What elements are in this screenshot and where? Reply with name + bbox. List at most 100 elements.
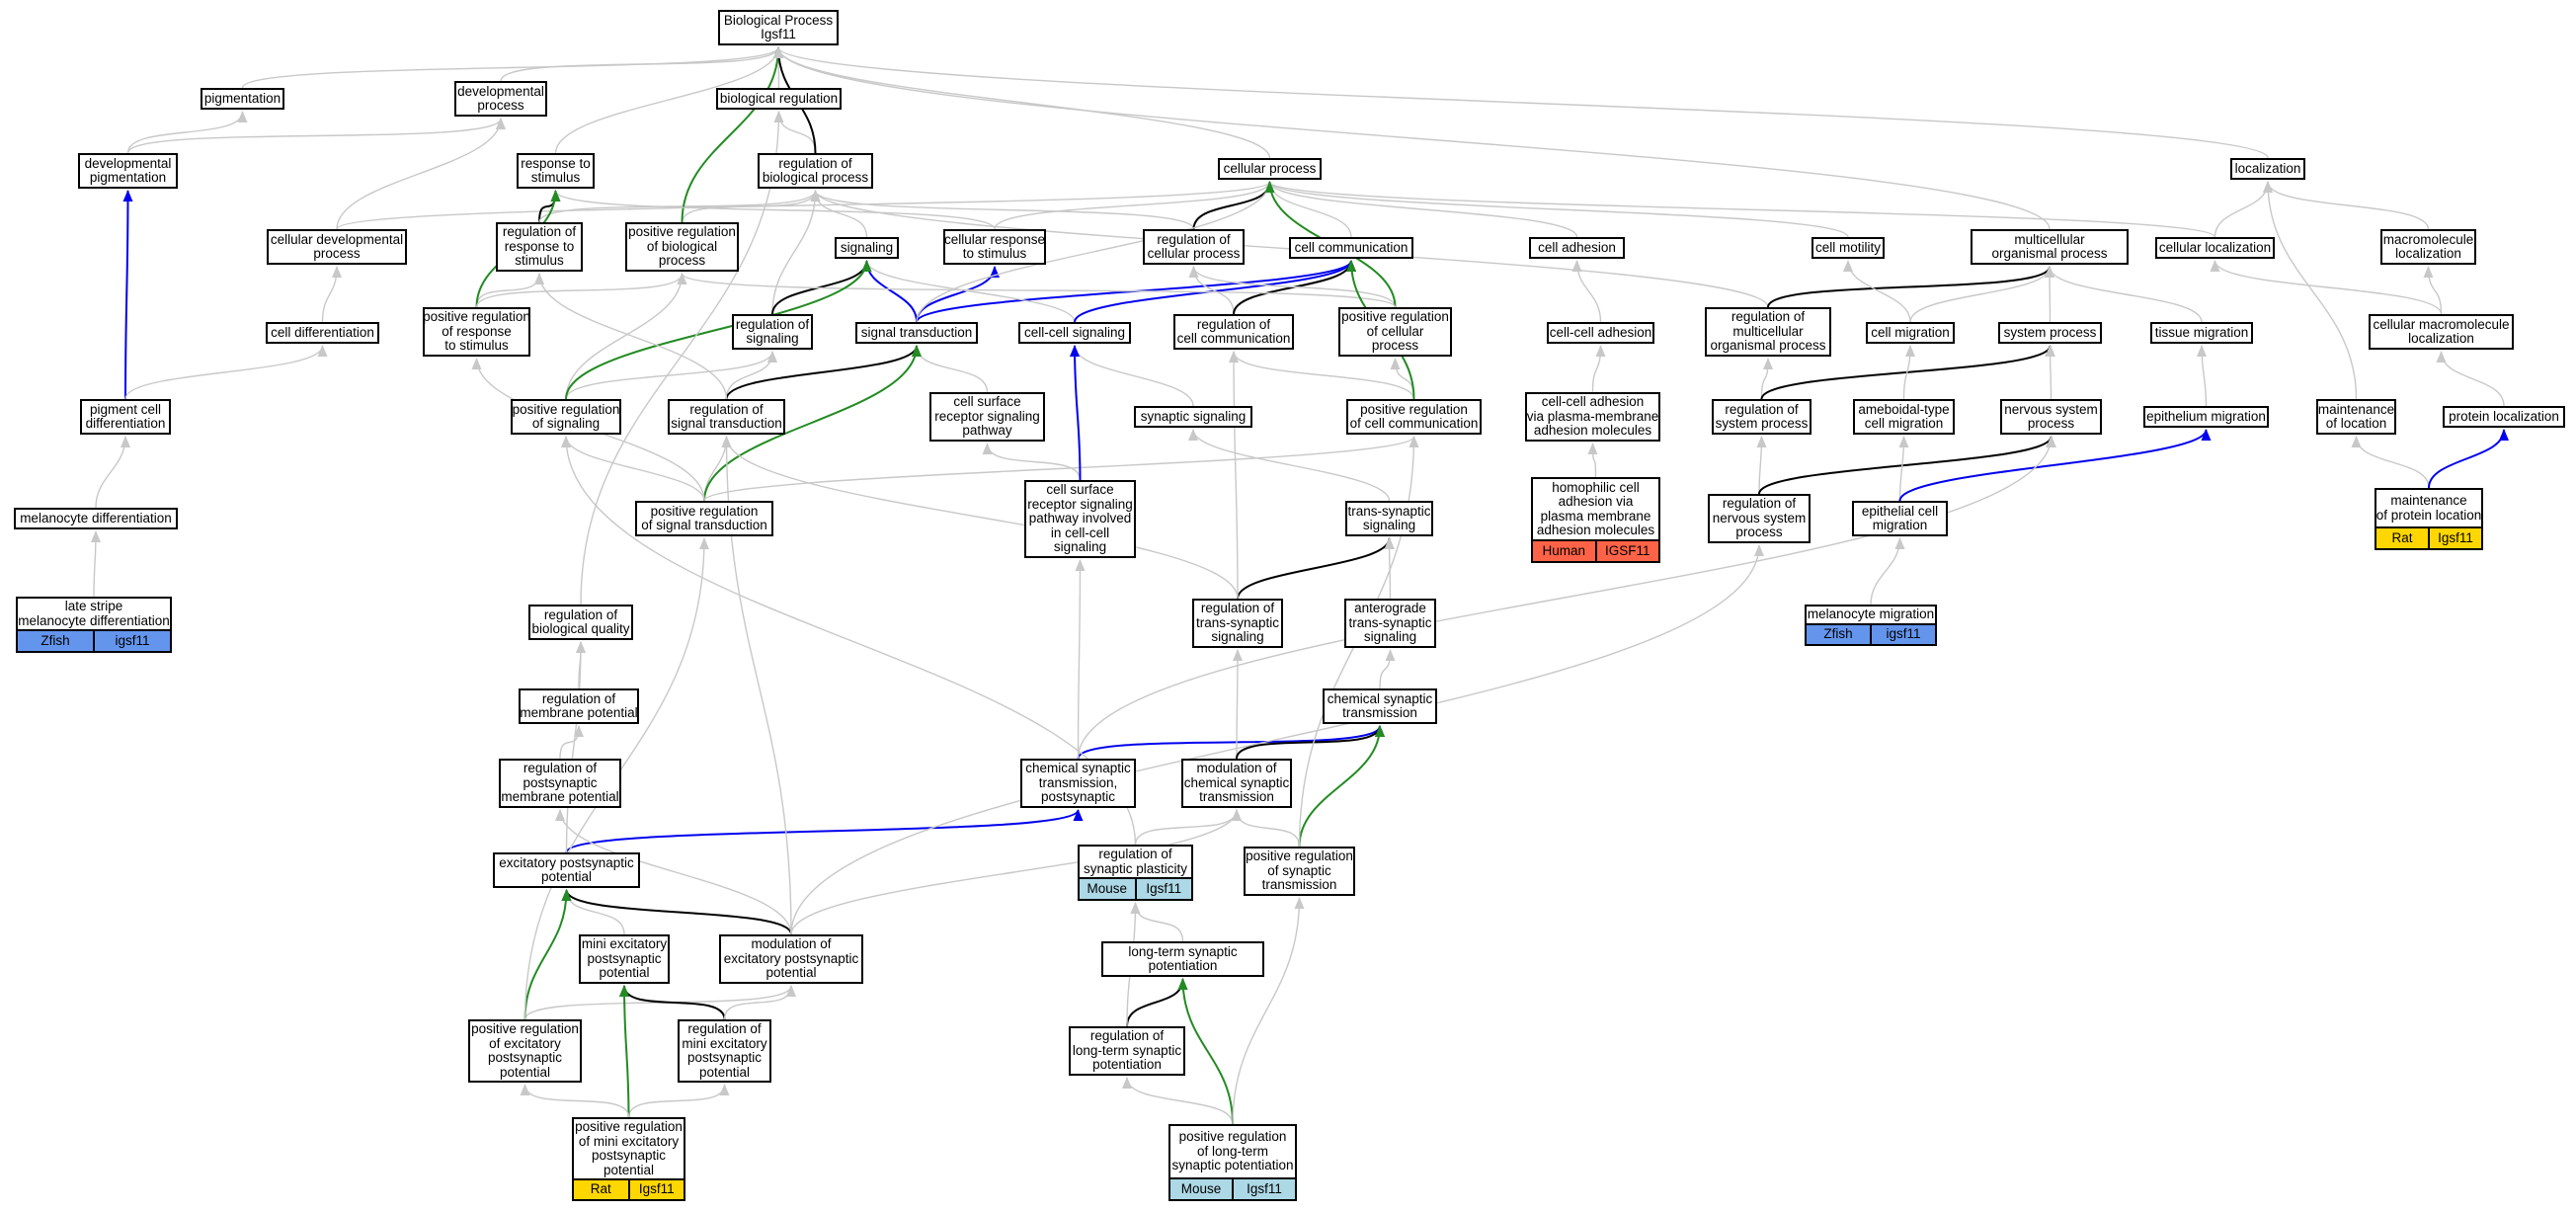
go-term-node[interactable]: regulation of mini excitatory postsynapt… [678,1019,771,1083]
go-term-node[interactable]: pigmentation [201,88,284,110]
go-term-node[interactable]: positive regulation of cellular process [1338,307,1452,357]
go-term-node[interactable]: positive regulation of biological proces… [625,222,739,272]
go-term-node[interactable]: homophilic cell adhesion via plasma memb… [1531,477,1660,563]
go-term-node[interactable]: cell surface receptor signaling pathway [929,392,1045,442]
go-term-node[interactable]: positive regulation of signal transducti… [635,501,773,536]
go-term-label: cell-cell adhesion via plasma-membrane a… [1526,394,1659,439]
go-term-label: multicellular organismal process [1991,231,2108,261]
go-term-node[interactable]: signaling [835,237,899,259]
relationship-edge [2197,345,2208,407]
go-term-node[interactable]: regulation of response to stimulus [496,222,583,272]
go-term-node[interactable]: pigment cell differentiation [80,399,171,435]
go-term-node[interactable]: melanocyte differentiation [14,508,178,529]
relationship-edge [580,111,784,606]
go-term-node[interactable]: cellular response to stimulus [943,229,1046,265]
go-term-node[interactable]: mini excitatory postsynaptic potential [579,934,670,984]
go-term-node[interactable]: cell-cell adhesion [1547,322,1654,344]
go-term-node[interactable]: positive regulation of cell communicatio… [1346,399,1482,435]
go-term-node[interactable]: excitatory postsynaptic potential [493,852,640,888]
go-term-node[interactable]: developmental pigmentation [78,153,178,189]
relationship-edge [1909,266,2054,323]
relationship-edge [1898,436,1909,502]
go-term-label: biological regulation [719,90,839,106]
go-term-node[interactable]: positive regulation of long-term synapti… [1168,1124,1297,1201]
go-term-node[interactable]: cellular localization [2155,237,2275,259]
go-term-node[interactable]: regulation of signaling [732,314,813,350]
relationship-edge [1229,351,1415,400]
relationship-edge [554,46,783,154]
go-term-node[interactable]: biological regulation [716,88,842,110]
go-term-node[interactable]: ameboidal-type cell migration [1853,399,1955,435]
relationship-edge [1298,725,1385,848]
go-term-label: cellular macromolecule localization [2373,316,2510,346]
go-term-node[interactable]: chemical synaptic transmission, postsyna… [1020,759,1136,808]
go-term-node[interactable]: positive regulation of signaling [511,399,621,435]
go-term-node[interactable]: modulation of excitatory postsynaptic po… [719,934,863,984]
go-term-node[interactable]: synaptic signaling [1134,406,1252,428]
go-term-node[interactable]: cell-cell signaling [1018,322,1131,344]
gene-label: Igsf11 [627,1180,684,1199]
go-term-node[interactable]: regulation of biological process [758,153,873,189]
go-term-node[interactable]: epithelium migration [2143,406,2269,428]
go-term-node[interactable]: response to stimulus [517,153,595,189]
go-term-label: signaling [840,239,894,255]
go-term-node[interactable]: anterograde trans-synaptic signaling [1344,599,1436,648]
go-term-node[interactable]: cell surface receptor signaling pathway … [1024,480,1136,558]
go-term-node[interactable]: localization [2230,158,2305,180]
go-term-node[interactable]: regulation of multicellular organismal p… [1705,307,1831,357]
go-term-node[interactable]: cell communication [1289,237,1413,259]
go-term-node[interactable]: regulation of postsynaptic membrane pote… [499,759,621,808]
go-term-node[interactable]: cellular macromolecule localization [2369,314,2514,350]
go-term-node[interactable]: cell-cell adhesion via plasma-membrane a… [1525,392,1660,442]
go-term-node[interactable]: cellular process [1218,158,1322,180]
go-term-node[interactable]: regulation of signal transduction [668,399,785,435]
go-term-node[interactable]: epithelial cell migration [1852,501,1948,536]
go-term-node[interactable]: regulation of cellular process [1143,229,1245,265]
go-term-node[interactable]: positive regulation of excitatory postsy… [468,1019,582,1083]
go-term-node[interactable]: positive regulation of mini excitatory p… [572,1117,685,1201]
go-term-node[interactable]: macromolecule localization [2380,229,2476,265]
go-term-node[interactable]: protein localization [2443,406,2565,428]
gene-label: igsf11 [93,631,170,651]
go-term-node[interactable]: regulation of nervous system process [1708,494,1811,543]
go-term-label: cell-cell signaling [1023,324,1126,340]
go-term-node[interactable]: maintenance of location [2316,399,2396,435]
go-term-node[interactable]: developmental process [454,81,547,117]
go-term-node[interactable]: Biological Process Igsf11 [718,10,839,45]
go-term-node[interactable]: regulation of long-term synaptic potenti… [1069,1026,1185,1076]
relationship-edge [619,985,630,1118]
go-term-node[interactable]: regulation of biological quality [528,605,633,640]
go-term-node[interactable]: long-term synaptic potentiation [1101,941,1264,977]
go-term-node[interactable]: multicellular organismal process [1971,229,2129,265]
go-term-node[interactable]: cell motility [1811,237,1885,259]
go-term-node[interactable]: modulation of chemical synaptic transmis… [1181,759,1292,808]
go-term-node[interactable]: regulation of trans-synaptic signaling [1192,599,1283,648]
go-term-node[interactable]: tissue migration [2150,322,2253,344]
go-term-node[interactable]: regulation of membrane potential [519,688,639,724]
go-term-node[interactable]: system process [1998,322,2102,344]
go-term-node[interactable]: trans-synaptic signaling [1345,501,1433,536]
go-term-node[interactable]: chemical synaptic transmission [1323,688,1437,724]
relationship-edge [773,46,2269,159]
go-term-node[interactable]: regulation of system process [1712,399,1811,435]
go-term-node[interactable]: cell differentiation [266,322,379,344]
go-term-node[interactable]: signal transduction [855,322,978,344]
go-term-node[interactable]: cellular developmental process [267,229,407,265]
relationship-edge [2428,429,2509,489]
go-term-label: cell motility [1815,239,1882,255]
relationship-edge [681,46,783,223]
go-term-node[interactable]: cell migration [1866,322,1955,344]
go-term-node[interactable]: positive regulation of response to stimu… [423,307,530,357]
go-term-node[interactable]: positive regulation of synaptic transmis… [1244,847,1355,896]
relationship-edge [1192,181,1275,230]
relationship-edge [1767,266,2054,308]
go-term-node[interactable]: nervous system process [2000,399,2102,435]
go-term-node[interactable]: regulation of cell communication [1173,314,1294,350]
go-term-node[interactable]: cell adhesion [1529,237,1625,259]
relationship-edge [1760,358,1773,400]
go-term-label: ameboidal-type cell migration [1858,401,1950,431]
